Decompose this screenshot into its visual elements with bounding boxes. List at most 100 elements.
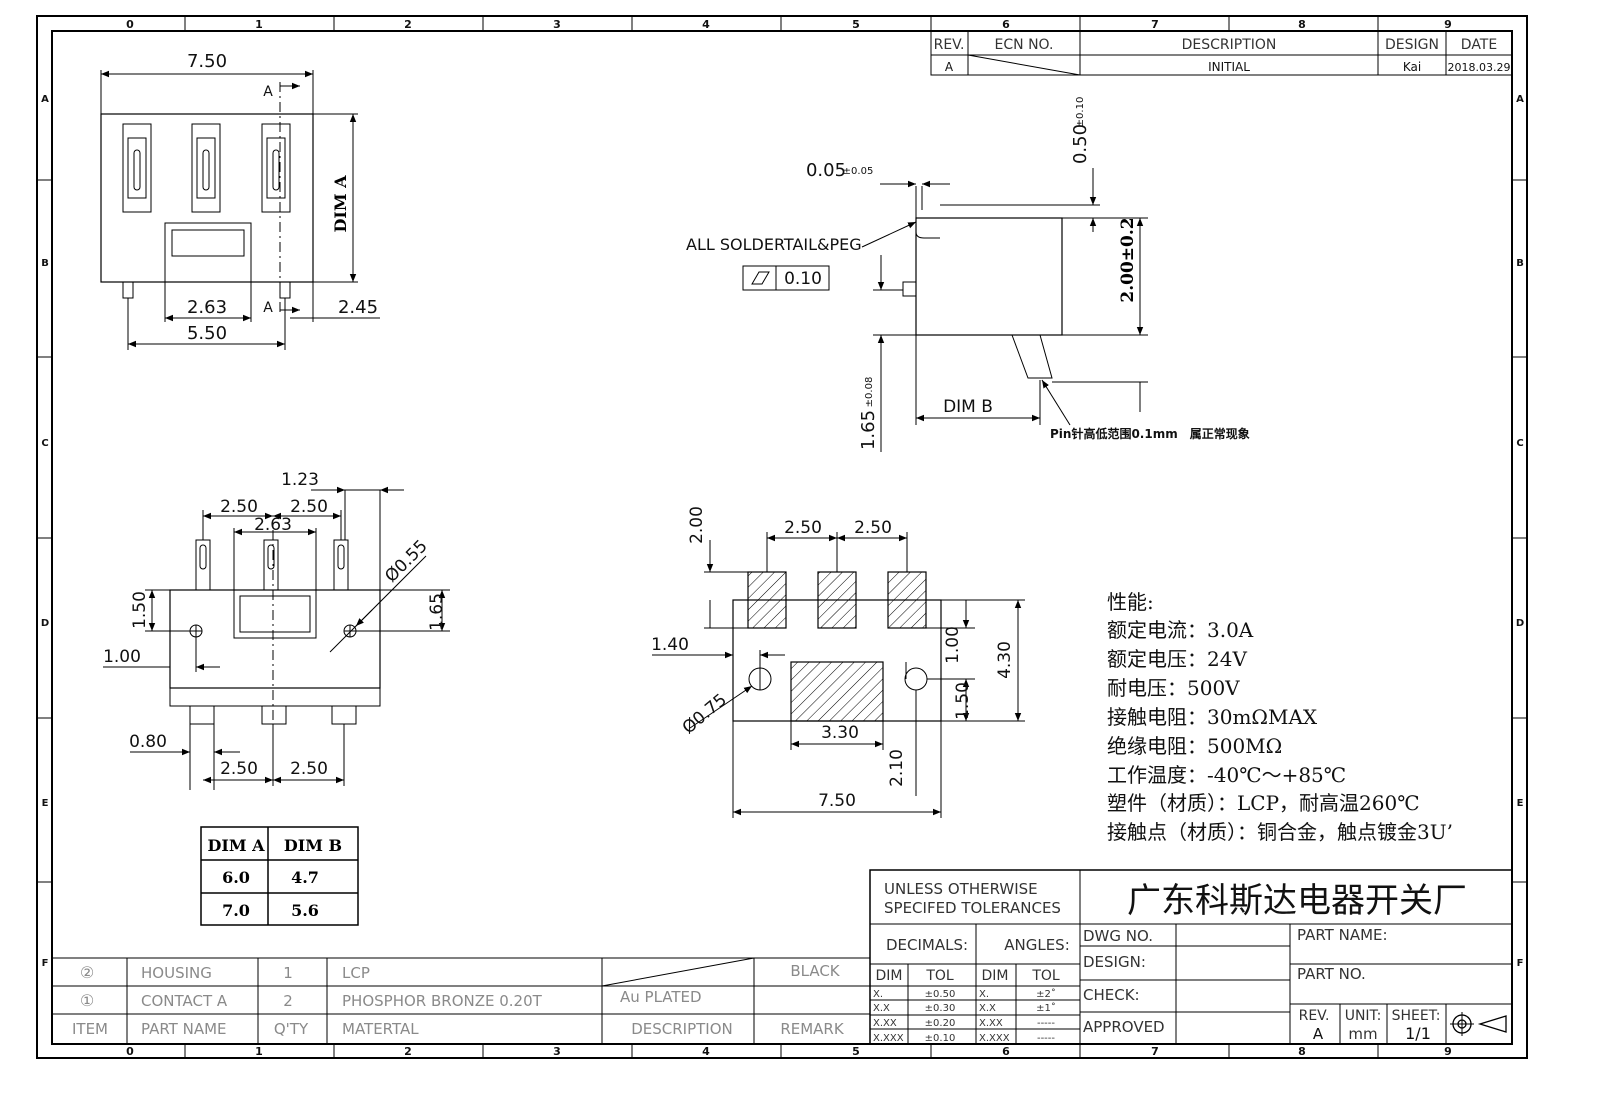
pcb-h100: 1.00 [943, 626, 963, 664]
angle-dim: X.XX [979, 1018, 1003, 1029]
bom-item: ① [80, 991, 94, 1010]
design-label: DESIGN: [1083, 953, 1146, 971]
zone-col-label: 5 [852, 1045, 860, 1058]
zone-col-label: 4 [702, 1045, 710, 1058]
zone-col-label: 0 [126, 1045, 134, 1058]
tol-col: TOL [925, 968, 954, 984]
bom-remark: BLACK [790, 962, 840, 980]
projection-symbol-icon [1450, 1012, 1507, 1036]
dim-col: DIM [876, 968, 903, 984]
spec-item: 额定电流：3.0A [1107, 618, 1254, 642]
bom-header-remark: REMARK [780, 1020, 845, 1038]
tolerance-title-2: SPECIFED TOLERANCES [884, 899, 1061, 917]
zone-col-label: 7 [1151, 1045, 1159, 1058]
front-h165: 1.65 [427, 593, 447, 631]
zone-col-label: 1 [255, 1045, 263, 1058]
angle-dim: X.X [979, 1003, 996, 1014]
bom-name: HOUSING [141, 964, 212, 982]
angle-tol: ±2˚ [1036, 988, 1056, 1000]
front-pitch-left: 2.50 [220, 497, 258, 517]
front-left100: 1.00 [103, 647, 141, 667]
zone-col-label: 3 [553, 1045, 561, 1058]
section-mark-top: A [263, 84, 273, 100]
zone-col-label: 9 [1444, 1045, 1452, 1058]
dwg-no-label: DWG NO. [1083, 927, 1153, 945]
zone-col-label: 2 [404, 18, 412, 31]
bom-description: Au PLATED [620, 988, 702, 1006]
section-mark-bottom: A [263, 300, 273, 316]
top-span-label: 5.50 [187, 323, 227, 344]
part-no-label: PART NO. [1297, 965, 1366, 983]
angle-tol: ----- [1037, 1033, 1055, 1044]
pcb-left140: 1.40 [651, 635, 689, 655]
dim-table-cell: 7.0 [222, 901, 250, 920]
spec-item: 接触点（材质）：铜合金，触点镀金3U’ [1107, 820, 1453, 844]
decimal-tol: ±0.30 [925, 1003, 956, 1014]
specs-title: 性能: [1107, 590, 1154, 614]
bom-table: ② HOUSING 1 LCP BLACK ① CONTACT A 2 PHOS… [52, 957, 870, 1044]
sheet-value: 1/1 [1405, 1024, 1431, 1043]
rev-label: REV. [1299, 1008, 1330, 1024]
bom-qty: 2 [283, 992, 293, 1010]
zone-row-label: E [42, 798, 49, 809]
dim-table: DIM A DIM B 6.0 4.7 7.0 5.6 [200, 826, 359, 926]
zone-row-label: F [1517, 958, 1524, 969]
side-top-offset: 0.50 [1070, 124, 1091, 164]
tail-tol: ±0.08 [864, 377, 875, 408]
side-gap-label: 0.05 [806, 160, 846, 181]
pcb-h200: 2.00 [687, 506, 707, 544]
angle-dim: X.XXX [979, 1033, 1010, 1044]
pcb-pad: 3.30 [821, 723, 859, 743]
dim-table-cell: 5.6 [291, 901, 319, 920]
pcb-h430: 4.30 [995, 641, 1015, 679]
zone-col-label: 2 [404, 1045, 412, 1058]
pcb-width: 7.50 [818, 791, 856, 811]
zone-col-label: 8 [1298, 18, 1306, 31]
revision-block: REV. ECN NO. DESCRIPTION DESIGN DATE A I… [930, 30, 1513, 76]
unit-value: mm [1348, 1025, 1377, 1043]
front-pitch-right: 2.50 [290, 497, 328, 517]
zone-col-label: 6 [1002, 1045, 1010, 1058]
zone-col-label: 8 [1298, 1045, 1306, 1058]
tolerance-title-1: UNLESS OTHERWISE [884, 880, 1038, 898]
decimal-dim: X. [873, 989, 883, 1000]
side-gap-tol: ±0.05 [843, 166, 874, 177]
unit-label: UNIT: [1345, 1008, 1382, 1024]
description-value: INITIAL [1208, 60, 1250, 74]
zone-col-label: 6 [1002, 18, 1010, 31]
zone-row-label: D [41, 618, 49, 629]
side-height-label: 2.00±0.2 [1118, 217, 1138, 302]
design-header: DESIGN [1385, 37, 1439, 53]
zone-col-label: 0 [126, 18, 134, 31]
dim-col: DIM [982, 968, 1009, 984]
zone-row-label: D [1516, 618, 1524, 629]
bom-header-name: PART NAME [141, 1020, 227, 1038]
angle-tol: ±1˚ [1036, 1002, 1056, 1014]
specs-block: 性能: 额定电流：3.0A 额定电压：24V 耐电压：500V 接触电阻：30m… [1107, 590, 1453, 844]
rev-value: A [945, 60, 954, 74]
pcb-h150: 1.50 [953, 682, 973, 720]
angle-dim: X. [979, 989, 989, 1000]
spec-item: 耐电压：500V [1107, 676, 1240, 700]
bom-header-description: DESCRIPTION [631, 1020, 733, 1038]
date-header: DATE [1461, 37, 1497, 53]
dim-table-cell: 4.7 [291, 868, 319, 887]
zone-col-label: 5 [852, 18, 860, 31]
front-b-left: 2.50 [220, 759, 258, 779]
side-top-offset-tol: ±0.10 [1075, 97, 1086, 128]
dim-a-label: DIM A [331, 175, 350, 233]
decimal-dim: X.X [873, 1003, 890, 1014]
decimal-tol: ±0.50 [925, 989, 956, 1000]
pcb-pitch-left: 2.50 [784, 518, 822, 538]
tail-label: 1.65 [858, 410, 879, 450]
dim-table-cell: 6.0 [222, 868, 250, 887]
decimal-tol: ±0.20 [925, 1018, 956, 1029]
pin-note: Pin针高低范围0.1mm 属正常现象 [1050, 426, 1250, 441]
pcb-layout: 2.00 2.50 2.50 1.40 1.00 1.50 4.30 Ø0.75… [651, 506, 1025, 818]
design-value: Kai [1403, 60, 1421, 74]
ecn-header: ECN NO. [995, 37, 1054, 53]
zone-col-label: 7 [1151, 18, 1159, 31]
side-view: 0.05 ±0.05 0.50 ±0.10 2.00±0.2 ALL SOLDE… [686, 97, 1250, 452]
